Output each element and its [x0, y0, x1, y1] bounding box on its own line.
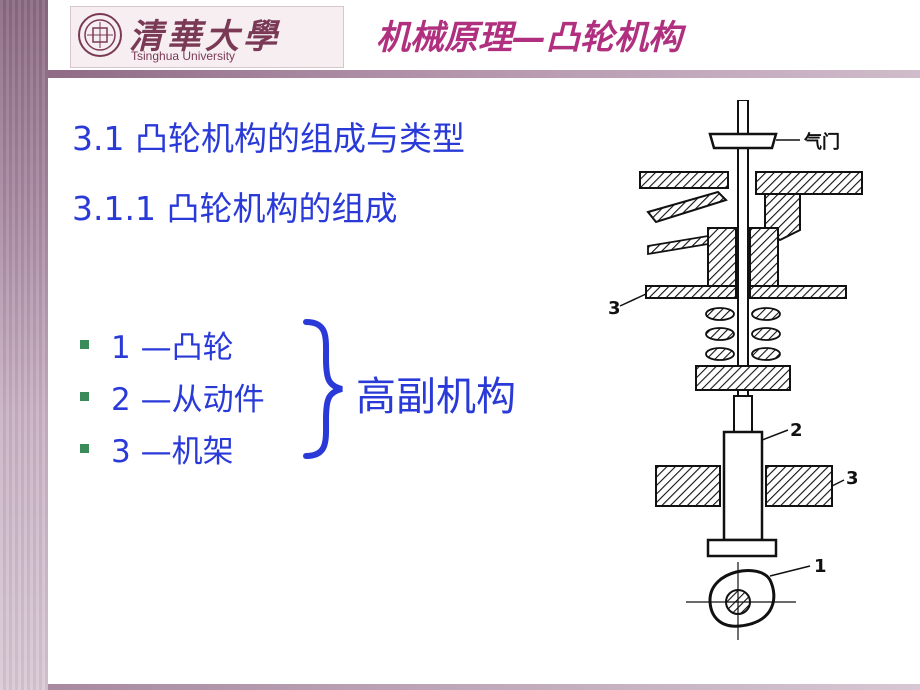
bullet-icon — [80, 391, 89, 401]
label-frame-upper: 3 — [608, 298, 621, 319]
logo-chinese-name: 清華大學 — [129, 17, 281, 57]
slide-header: 清華大學 Tsinghua University 机械原理—凸轮机构 — [48, 0, 920, 78]
list-item-label: 3 —机架 — [111, 433, 234, 470]
footer-divider — [48, 684, 920, 690]
slide-title: 机械原理—凸轮机构 — [376, 18, 682, 58]
group-label: 高副机构 — [356, 374, 516, 420]
label-frame-lower: 3 — [846, 468, 859, 489]
bullet-icon — [80, 443, 89, 453]
list-item-label: 1 —凸轮 — [111, 329, 234, 366]
list-item: 1 —凸轮 — [80, 318, 265, 370]
section-heading: 3.1 凸轮机构的组成与类型 — [72, 119, 465, 158]
logo-english-name: Tsinghua University — [131, 49, 236, 63]
list-item-label: 2 —从动件 — [111, 381, 265, 418]
subsection-heading: 3.1.1 凸轮机构的组成 — [72, 189, 398, 228]
list-item: 2 —从动件 — [80, 370, 265, 422]
list-item: 3 —机架 — [80, 422, 265, 474]
tsinghua-logo: 清華大學 Tsinghua University — [70, 6, 344, 68]
header-divider — [48, 70, 920, 78]
label-cam: 1 — [814, 556, 827, 577]
cam-mechanism-diagram: 气门 3 2 3 1 — [608, 100, 863, 640]
label-follower: 2 — [790, 420, 803, 441]
left-decorative-band — [0, 0, 48, 690]
bullet-icon — [80, 339, 89, 349]
component-list: 1 —凸轮 2 —从动件 3 —机架 — [80, 318, 265, 474]
label-valve: 气门 — [803, 131, 840, 153]
right-brace-icon — [303, 319, 343, 459]
university-seal-icon — [78, 13, 122, 57]
